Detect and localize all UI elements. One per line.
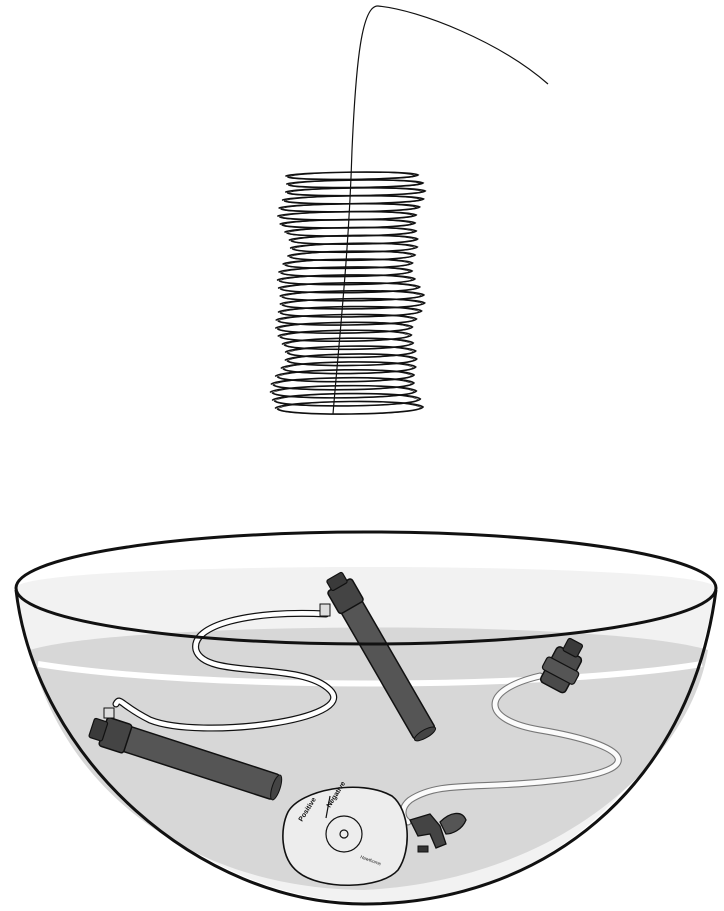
coiled-tubing-icon (271, 172, 426, 414)
hanging-string (333, 6, 548, 414)
